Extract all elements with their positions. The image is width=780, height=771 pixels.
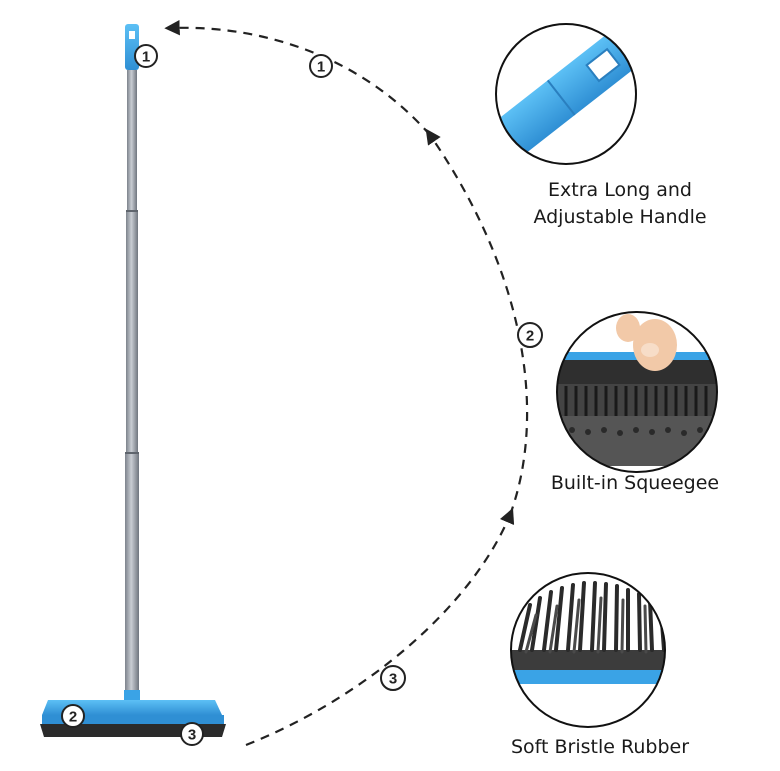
marker-1-label: 1: [142, 49, 150, 66]
caption-handle-line-1: Extra Long and: [548, 179, 692, 201]
squeegee-closeup-image: [556, 311, 718, 473]
marker-3-head: 3: [180, 722, 204, 746]
marker-2-head-label: 2: [69, 709, 77, 726]
caption-squeegee: Built-in Squeegee: [520, 470, 750, 497]
caption-bristles-line-1: Soft Bristle Rubber: [510, 736, 690, 758]
marker-3-head-label: 3: [188, 727, 196, 744]
caption-squeegee-line-1: Built-in Squeegee: [550, 472, 720, 494]
marker-2-arc-label: 2: [526, 328, 534, 345]
caption-bristles: Soft Bristle Rubber: [480, 734, 720, 761]
handle-closeup-image: [495, 23, 637, 165]
marker-1-arc: 1: [309, 54, 333, 78]
marker-2-head: 2: [61, 704, 85, 728]
broom-illustration: [40, 24, 226, 737]
marker-1-arc-label: 1: [317, 59, 325, 76]
marker-3-arc: 3: [380, 665, 406, 691]
dashed-arc-arrow: [164, 20, 529, 747]
marker-3-arc-label: 3: [389, 671, 397, 688]
caption-handle-line-2: Adjustable Handle: [533, 206, 707, 228]
marker-2-arc: 2: [517, 322, 543, 348]
marker-1-handle: 1: [134, 44, 158, 68]
bristle-closeup-image: [510, 572, 666, 728]
caption-handle: Extra Long and Adjustable Handle: [500, 177, 740, 231]
